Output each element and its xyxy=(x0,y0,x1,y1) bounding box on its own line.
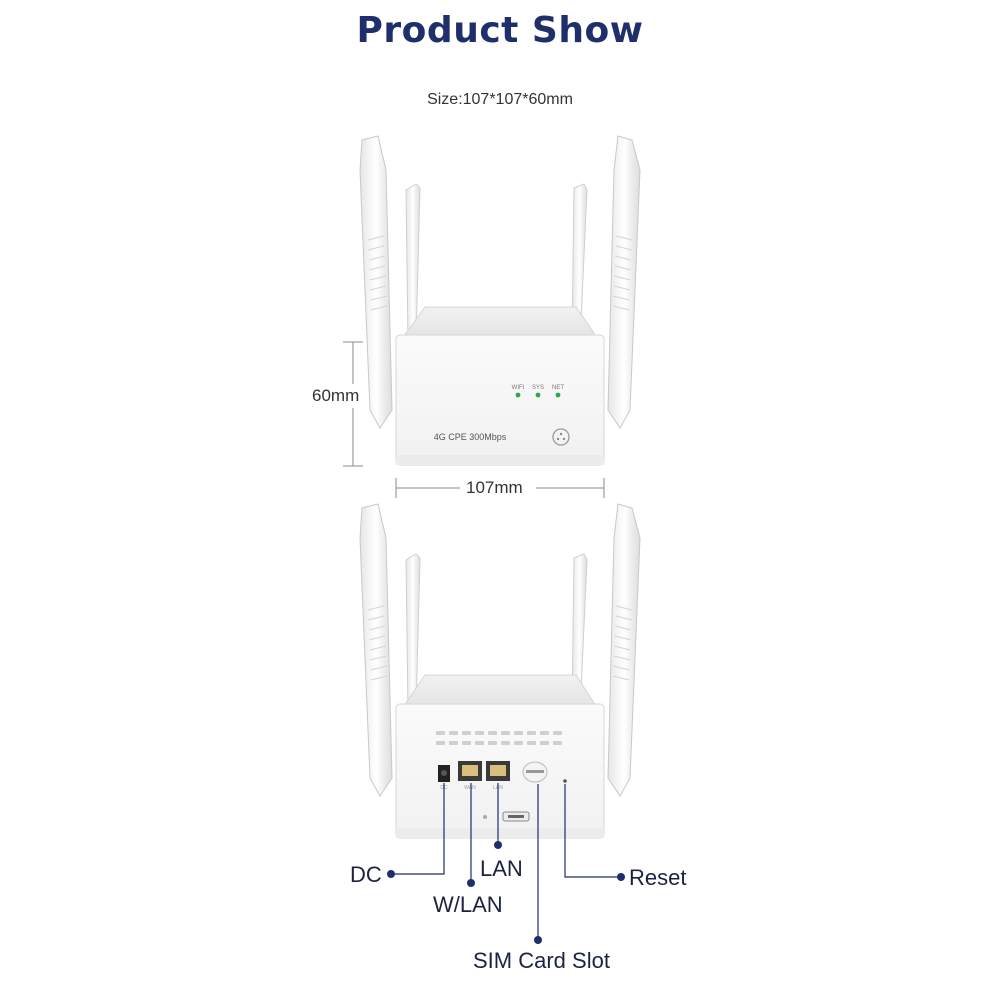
model-text: 4G CPE 300Mbps xyxy=(434,432,507,442)
callout-lines xyxy=(391,783,621,940)
wlan-callout-dot-icon xyxy=(467,879,475,887)
dc-callout-dot-icon xyxy=(387,870,395,878)
led-label-sys: SYS xyxy=(532,385,544,391)
reset-callout: Reset xyxy=(629,865,687,890)
wlan-callout: W/LAN xyxy=(433,892,503,917)
height-dimension-label: 60mm xyxy=(312,386,360,405)
back-view-router: DC WAN LAN xyxy=(359,503,641,839)
reset-callout-dot-icon xyxy=(617,873,625,881)
page-title: Product Show xyxy=(356,10,644,51)
lan-callout-dot-icon xyxy=(494,841,502,849)
net-led-icon xyxy=(555,392,561,398)
led-label-wifi: WIFI xyxy=(512,385,525,391)
antenna-icon xyxy=(607,503,641,797)
vent-slots xyxy=(436,731,562,745)
sys-led-icon xyxy=(535,392,541,398)
antenna-icon xyxy=(405,183,421,343)
led-label-net: NET xyxy=(552,385,564,391)
router-top xyxy=(403,306,597,337)
width-dimension-label: 107mm xyxy=(466,478,523,497)
size-text: Size:107*107*60mm xyxy=(427,91,573,108)
antenna-icon xyxy=(359,135,393,429)
reset-hole-icon xyxy=(563,779,567,783)
front-view-router: WIFI SYS NET 4G CPE 300Mbps xyxy=(359,135,641,466)
wan-port-label: WAN xyxy=(464,785,476,791)
antenna-icon xyxy=(607,135,641,429)
sim-callout-dot-icon xyxy=(534,936,542,944)
antenna-icon xyxy=(359,503,393,797)
router-body xyxy=(395,334,605,466)
sim-card-slot-callout: SIM Card Slot xyxy=(473,948,610,973)
lan-callout: LAN xyxy=(480,856,523,881)
router-top xyxy=(403,674,597,707)
dc-callout: DC xyxy=(350,862,382,887)
callout-dots xyxy=(387,841,625,944)
antenna-icon xyxy=(405,553,421,713)
wps-button-icon xyxy=(552,428,570,446)
wifi-led-icon xyxy=(515,392,521,398)
